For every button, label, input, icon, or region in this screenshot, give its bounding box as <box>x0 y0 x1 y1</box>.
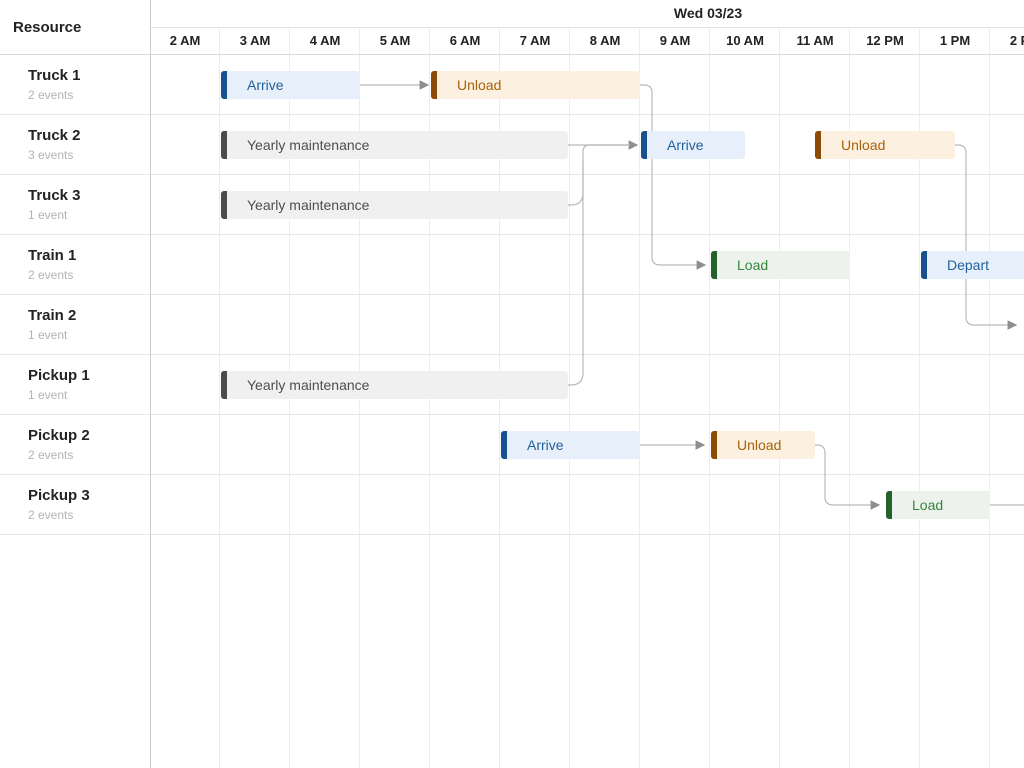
event-unload[interactable]: Unload <box>431 71 640 99</box>
header-bottom-border <box>0 54 1024 55</box>
event-yearly-maintenance[interactable]: Yearly maintenance <box>221 191 568 219</box>
event-label: Yearly maintenance <box>247 137 370 153</box>
resource-event-count: 2 events <box>28 448 74 462</box>
event-yearly-maintenance[interactable]: Yearly maintenance <box>221 371 568 399</box>
resource-column-header: Resource <box>13 19 82 36</box>
event-load[interactable]: Load <box>886 491 990 519</box>
event-arrive[interactable]: Arrive <box>221 71 360 99</box>
event-unload[interactable]: Unload <box>711 431 815 459</box>
event-unload[interactable]: Unload <box>815 131 955 159</box>
resource-name: Pickup 3 <box>28 487 90 504</box>
resource-event-count: 2 events <box>28 508 74 522</box>
dependency-pickup2-unload-to-pickup3-load <box>815 444 881 510</box>
row-separator <box>0 175 1024 235</box>
resource-row[interactable]: Train 2 1 event <box>0 295 150 355</box>
resource-name: Pickup 1 <box>28 367 90 384</box>
event-yearly-maintenance[interactable]: Yearly maintenance <box>221 131 568 159</box>
row-separator <box>0 415 1024 475</box>
resource-rows: Truck 1 2 events Truck 2 3 events Truck … <box>0 55 150 535</box>
row-separator <box>0 355 1024 415</box>
resource-event-count: 1 event <box>28 388 68 402</box>
resource-event-count: 1 event <box>28 208 68 222</box>
resource-name: Train 2 <box>28 307 77 324</box>
event-depart[interactable]: Depart <box>921 251 1024 279</box>
hour-label: 6 AM <box>449 33 481 48</box>
hour-label: 3 AM <box>239 33 271 48</box>
sidebar-splitter[interactable] <box>150 0 151 768</box>
resource-row[interactable]: Pickup 3 2 events <box>0 475 150 535</box>
resource-row[interactable]: Truck 1 2 events <box>0 55 150 115</box>
hour-label: 7 AM <box>519 33 551 48</box>
resource-sidebar: Resource Truck 1 2 events Truck 2 3 even… <box>0 0 150 768</box>
event-label: Depart <box>947 257 990 273</box>
resource-event-count: 3 events <box>28 148 74 162</box>
event-label: Unload <box>841 137 886 153</box>
resource-row[interactable]: Truck 3 1 event <box>0 175 150 235</box>
row-separator <box>0 295 1024 355</box>
event-arrive[interactable]: Arrive <box>641 131 745 159</box>
resource-row[interactable]: Pickup 1 1 event <box>0 355 150 415</box>
resource-event-count: 2 events <box>28 88 74 102</box>
row-separator <box>0 115 1024 175</box>
event-label: Arrive <box>667 137 704 153</box>
row-separator <box>0 475 1024 535</box>
resource-name: Train 1 <box>28 247 77 264</box>
hour-label: 12 PM <box>866 33 904 48</box>
event-load[interactable]: Load <box>711 251 850 279</box>
resource-event-count: 2 events <box>28 268 74 282</box>
hour-label: 5 AM <box>379 33 411 48</box>
hour-label: 1 PM <box>939 33 971 48</box>
resource-name: Truck 1 <box>28 67 81 84</box>
resource-event-count: 1 event <box>28 328 68 342</box>
hour-header-row: 2 AM 3 AM 4 AM 5 AM 6 AM 7 AM 8 AM 9 AM 10 AM 11 … <box>150 27 1024 55</box>
event-label: Arrive <box>247 77 284 93</box>
event-label: Load <box>737 257 769 273</box>
hour-label: 8 AM <box>589 33 621 48</box>
resource-name: Pickup 2 <box>28 427 90 444</box>
event-label: Yearly maintenance <box>247 197 370 213</box>
event-label: Arrive <box>527 437 564 453</box>
dependency-truck2-unload-to-train2-offscreen <box>955 144 1018 330</box>
row-separator <box>0 55 1024 115</box>
day-header-label: Wed 03/23 <box>673 5 743 21</box>
event-label: Yearly maintenance <box>247 377 370 393</box>
event-arrive[interactable]: Arrive <box>501 431 640 459</box>
hour-label: 2 AM <box>169 33 201 48</box>
dependency-pickup1-maintenance-to-truck2-arrive <box>568 144 630 386</box>
day-header-separator <box>150 27 1024 28</box>
resource-row[interactable]: Train 1 2 events <box>0 235 150 295</box>
resource-row[interactable]: Truck 2 3 events <box>0 115 150 175</box>
row-separator <box>0 235 1024 295</box>
hour-label: 9 AM <box>659 33 691 48</box>
resource-row[interactable]: Pickup 2 2 events <box>0 415 150 475</box>
resource-name: Truck 3 <box>28 187 81 204</box>
resource-name: Truck 2 <box>28 127 81 144</box>
hour-label: 2 PM <box>1009 33 1024 48</box>
hour-label: 10 AM <box>726 33 764 48</box>
hour-label: 11 AM <box>796 33 834 48</box>
hour-label: 4 AM <box>309 33 341 48</box>
timeline-header: Wed 03/23 2 AM 3 AM 4 AM 5 AM 6 AM 7 AM 8 AM 9 … <box>150 0 1024 55</box>
dependency-truck1-unload-to-train1-load <box>640 84 707 270</box>
row-separators <box>0 55 1024 535</box>
event-label: Unload <box>457 77 502 93</box>
event-label: Load <box>912 497 944 513</box>
event-label: Unload <box>737 437 782 453</box>
